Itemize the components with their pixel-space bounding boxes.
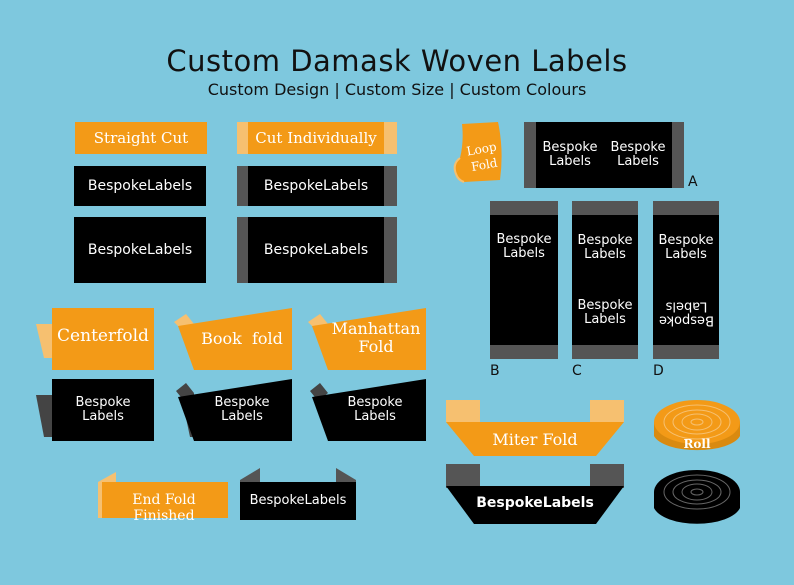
cut-individually-label-large: BespokeLabels — [248, 217, 384, 283]
label-d-top-line1: Bespoke — [658, 232, 714, 248]
end-fold-tag-text: End Fold Finished — [132, 492, 196, 524]
roll-orange-shape — [654, 400, 740, 451]
label-c-bottom-line1: Bespoke — [577, 297, 633, 313]
miter-fold-tag-text: Miter Fold — [492, 430, 578, 449]
label-c-top-line1: Bespoke — [577, 232, 633, 248]
roll-black-shape — [654, 470, 740, 524]
manhattan-fold-tag-text: Manhattan Fold — [326, 319, 426, 357]
label-c-bottom-line2: Labels — [584, 311, 626, 327]
manhattan-fold-label-line1: Bespoke — [347, 395, 403, 411]
label-c-top-line2: Labels — [584, 246, 626, 262]
roll-text: Roll — [683, 437, 711, 451]
label-d-bottom-line2: Labels — [665, 298, 707, 314]
marker-a: A — [688, 174, 698, 190]
book-fold-label-line1: Bespoke — [214, 395, 270, 411]
label-a-left-line1: Bespoke — [542, 140, 598, 156]
straight-cut-tag: Straight Cut — [75, 122, 207, 154]
page-title: Custom Damask Woven Labels — [166, 44, 628, 78]
straight-cut-label-small: BespokeLabels — [74, 166, 206, 206]
label-a-left-line2: Labels — [549, 154, 591, 169]
end-fold-label: BespokeLabels — [249, 493, 347, 509]
miter-fold-label: BespokeLabels — [476, 494, 594, 511]
label-a-right-line2: Labels — [617, 154, 659, 169]
straight-cut-label-large: BespokeLabels — [74, 217, 206, 283]
label-d-top-line2: Labels — [665, 246, 707, 262]
centerfold-label-shape — [36, 379, 154, 441]
marker-d: D — [653, 363, 664, 379]
book-fold-label-line2: Labels — [221, 409, 263, 424]
label-b-line1: Bespoke — [496, 232, 552, 247]
centerfold-tag-text: Centerfold — [57, 326, 149, 346]
label-b-line2: Labels — [503, 245, 545, 261]
page-subtitle: Custom Design | Custom Size | Custom Col… — [207, 80, 587, 99]
manhattan-fold-label-line2: Labels — [354, 409, 396, 424]
centerfold-label-line1: Bespoke — [75, 395, 131, 411]
book-fold-label-shape — [176, 379, 292, 441]
centerfold-tag-shape — [36, 308, 154, 370]
book-fold-tag-text: Book fold — [201, 329, 283, 348]
label-d-bottom-line1: Bespoke — [658, 312, 714, 328]
manhattan-fold-tag-shape — [308, 308, 426, 370]
end-fold-label-shape — [240, 468, 356, 520]
miter-fold-label-shape — [446, 464, 624, 524]
marker-b: B — [490, 363, 500, 379]
cut-individually-tag: Cut Individually — [248, 122, 384, 154]
manhattan-fold-line1: Manhattan — [331, 319, 421, 338]
cut-individually-label-small: BespokeLabels — [248, 166, 384, 206]
centerfold-label-line2: Labels — [82, 409, 124, 424]
loop-fold-tag-shape — [453, 122, 502, 183]
manhattan-fold-label-shape — [310, 379, 426, 441]
miter-fold-tag-shape — [446, 400, 624, 456]
book-fold-tag-shape — [174, 308, 292, 370]
end-fold-tag-shape — [98, 472, 228, 518]
manhattan-fold-line2: Fold — [358, 337, 394, 357]
label-a-right-line1: Bespoke — [610, 140, 666, 156]
marker-c: C — [572, 363, 582, 379]
